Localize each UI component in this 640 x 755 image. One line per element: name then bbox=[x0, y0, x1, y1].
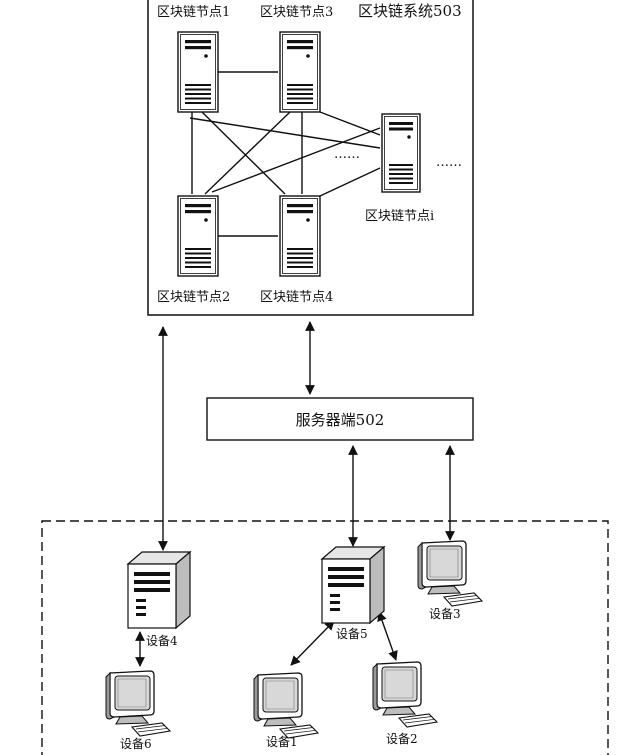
device-5: 设备5 bbox=[321, 546, 385, 641]
blockchain-node-3: 区块链节点3 bbox=[260, 5, 333, 113]
server-icon bbox=[279, 195, 321, 277]
desktop-tower-icon bbox=[321, 546, 385, 624]
arrow-device5-device1 bbox=[290, 620, 335, 666]
device-6: 设备6 bbox=[105, 670, 171, 751]
device-2-label: 设备2 bbox=[386, 732, 418, 746]
device-5-label: 设备5 bbox=[336, 627, 368, 641]
blockchain-system-box: 区块链系统503 bbox=[147, 0, 474, 316]
device-3: 设备3 bbox=[417, 540, 483, 621]
server-icon bbox=[381, 113, 421, 193]
ellipsis-inner: …… bbox=[334, 147, 360, 162]
device-1: 设备1 bbox=[253, 672, 319, 749]
blockchain-node-3-label: 区块链节点3 bbox=[260, 5, 333, 20]
blockchain-node-2: 区块链节点2 bbox=[157, 195, 230, 305]
connection-arrows bbox=[135, 321, 455, 667]
device-6-label: 设备6 bbox=[120, 737, 152, 751]
blockchain-node-4: 区块链节点4 bbox=[260, 195, 333, 305]
server-icon bbox=[177, 31, 219, 113]
server-label: 服务器端502 bbox=[296, 411, 385, 429]
device-4-label: 设备4 bbox=[146, 634, 178, 648]
blockchain-node-1-label: 区块链节点1 bbox=[157, 5, 230, 20]
node-mesh-links bbox=[189, 71, 381, 237]
blockchain-node-i-label: 区块链节点i bbox=[365, 209, 434, 224]
desktop-tower-icon bbox=[127, 551, 191, 629]
server-icon bbox=[279, 31, 321, 113]
device-area bbox=[41, 520, 609, 755]
server-icon bbox=[177, 195, 219, 277]
computer-monitor-icon bbox=[105, 670, 171, 737]
device-3-label: 设备3 bbox=[429, 607, 461, 621]
computer-monitor-icon bbox=[417, 540, 483, 607]
blockchain-system-title: 区块链系统503 bbox=[358, 2, 462, 20]
blockchain-node-1: 区块链节点1 bbox=[157, 5, 230, 113]
device-1-label: 设备1 bbox=[266, 735, 298, 749]
ellipsis-outer: …… bbox=[436, 155, 462, 170]
blockchain-node-i: 区块链节点i bbox=[365, 113, 434, 224]
arrow-device5-device2 bbox=[377, 611, 398, 661]
computer-monitor-icon bbox=[253, 672, 319, 739]
blockchain-node-2-label: 区块链节点2 bbox=[157, 290, 230, 305]
device-2: 设备2 bbox=[372, 661, 438, 746]
computer-monitor-icon bbox=[372, 661, 438, 728]
server-box: 服务器端502 bbox=[206, 397, 474, 441]
blockchain-node-4-label: 区块链节点4 bbox=[260, 290, 333, 305]
device-4: 设备4 bbox=[127, 551, 191, 648]
